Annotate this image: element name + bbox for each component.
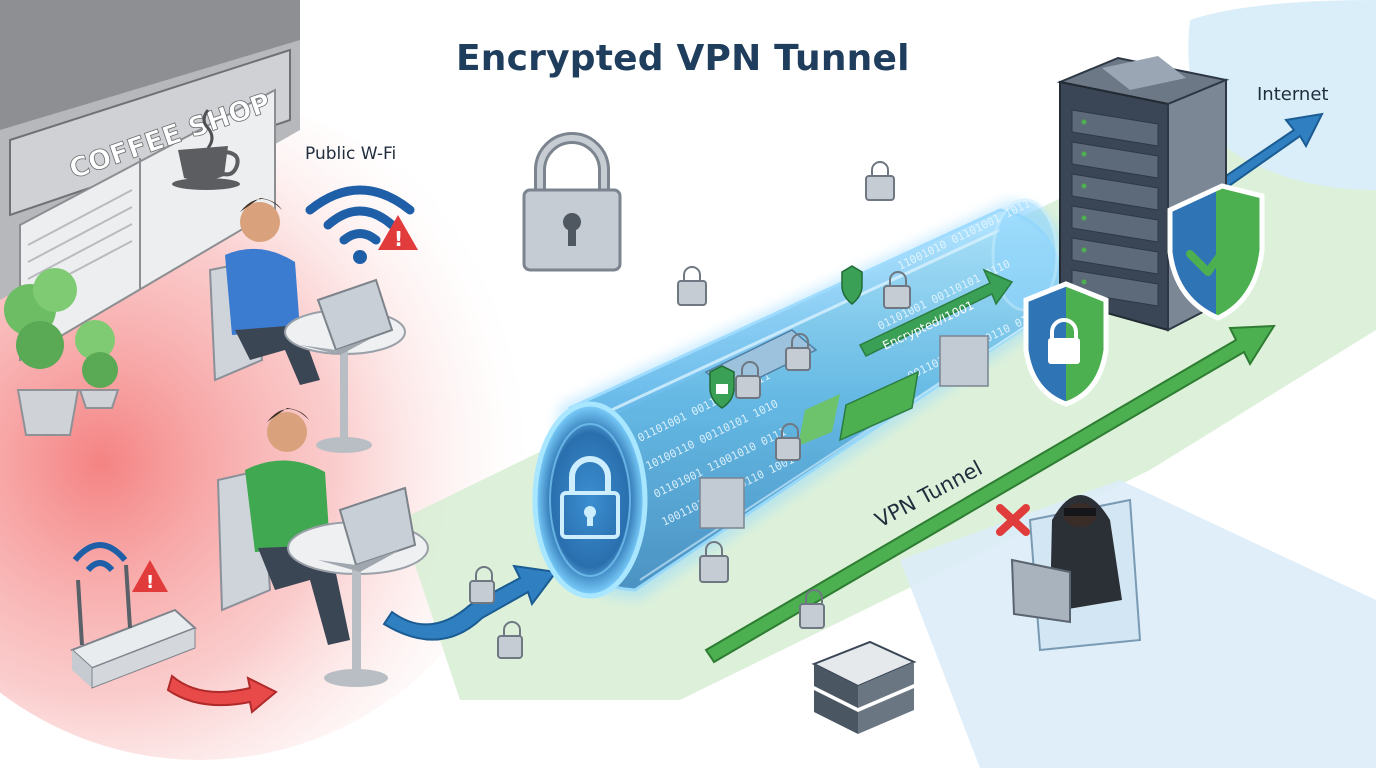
server-icon	[811, 640, 917, 734]
public-wifi-label: Public W-Fi	[305, 144, 397, 164]
tunnel-entrance-lock-icon	[560, 456, 620, 539]
small-lock-icons	[469, 161, 911, 659]
lock-icon	[522, 132, 622, 272]
blue-entry-arrow	[382, 564, 558, 641]
svg-text:!: !	[146, 572, 154, 593]
wifi-icon	[305, 185, 415, 264]
potted-plants	[4, 268, 120, 436]
coffee-cup-icon	[172, 109, 240, 190]
internet-label: Internet	[1257, 84, 1329, 105]
data-packets	[699, 329, 989, 529]
blocked-x-icon	[996, 504, 1030, 536]
encrypted-data-arrow	[858, 268, 1014, 357]
user-green-at-table	[216, 408, 429, 687]
shield-lock-icon	[1023, 281, 1109, 407]
light-blue-zone-top	[1188, 0, 1376, 190]
encrypted-tunnel	[532, 198, 1080, 600]
laptop-icon	[318, 486, 417, 572]
tunnel-entrance	[532, 401, 648, 599]
diagram-title: Encrypted VPN Tunnel	[456, 38, 910, 79]
shield-lock-icon	[709, 365, 735, 409]
router-icon: !	[70, 542, 197, 689]
server-status-leds	[1081, 119, 1087, 285]
shield-icon	[841, 265, 863, 305]
shield-check-icon	[1167, 183, 1265, 321]
hacker-icon	[1010, 495, 1142, 652]
laptop-icon	[300, 278, 394, 355]
red-insecure-arrow	[166, 674, 278, 714]
server-drive-bays	[1071, 109, 1159, 307]
svg-text:!: !	[394, 227, 403, 251]
warning-icon: !	[378, 215, 418, 251]
internet-arrow	[1218, 112, 1324, 190]
